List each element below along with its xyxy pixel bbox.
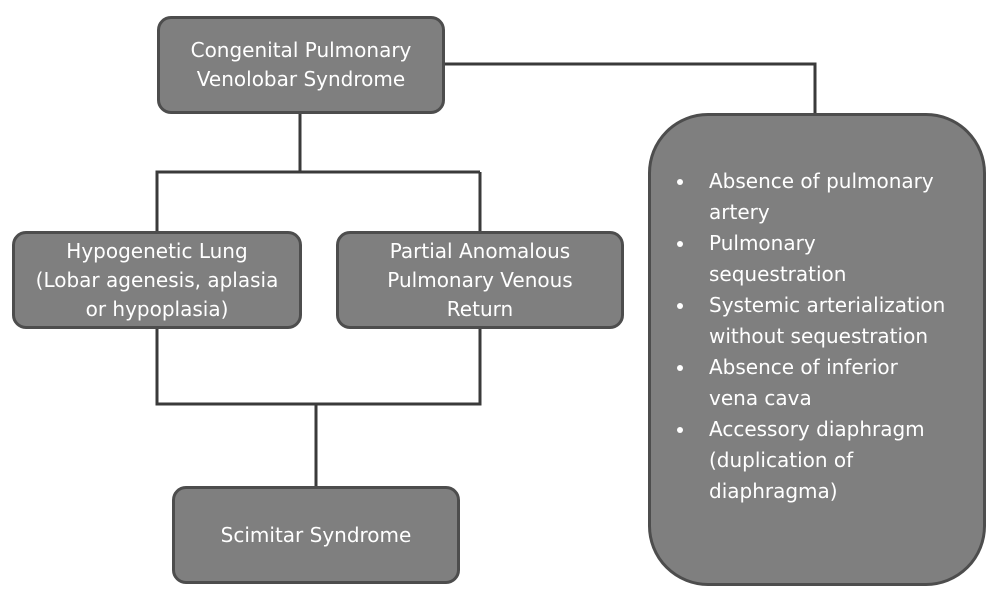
associated-anomalies-list: Absence of pulmonary artery Pulmonary se… (671, 166, 945, 507)
item-text-line: diaphragma) (709, 479, 838, 503)
connector-root-to-associated (445, 62, 817, 113)
node-text-line: or hypoplasia) (85, 296, 229, 321)
node-text-line: Venolobar Syndrome (196, 67, 406, 91)
item-text-line: artery (709, 200, 770, 224)
list-item: Systemic arterialization without sequest… (671, 290, 945, 352)
node-text-line: Scimitar Syndrome (220, 522, 412, 547)
item-text-line: Absence of inferior (709, 355, 898, 379)
node-text-line: Hypogenetic Lung (66, 238, 248, 263)
list-item: Accessory diaphragm (duplication of diap… (671, 414, 945, 507)
node-text-line: (Lobar agenesis, aplasia (35, 267, 279, 292)
list-item: Pulmonary sequestration (671, 228, 945, 290)
item-text-line: Pulmonary (709, 231, 816, 255)
item-text-line: Absence of pulmonary (709, 169, 934, 193)
item-text-line: sequestration (709, 262, 847, 286)
node-text-line: Congenital Pulmonary (190, 38, 412, 62)
list-item: Absence of inferior vena cava (671, 352, 945, 414)
item-text-line: without sequestration (709, 324, 928, 348)
node-hypogenetic-lung: Hypogenetic Lung (Lobar agenesis, aplasi… (12, 231, 302, 329)
node-partial-anomalous-pulmonary-venous-return: Partial Anomalous Pulmonary Venous Retur… (336, 231, 624, 329)
associated-anomalies-box: Absence of pulmonary artery Pulmonary se… (648, 113, 986, 586)
node-text-line: Return (446, 296, 514, 321)
item-text-line: Systemic arterialization (709, 293, 946, 317)
connector-branches-merge (155, 329, 482, 406)
item-text-line: vena cava (709, 386, 812, 410)
node-text-line: Partial Anomalous (389, 238, 571, 263)
node-congenital-pulmonary-venolobar-syndrome: Congenital Pulmonary Venolobar Syndrome (157, 16, 445, 114)
node-scimitar-syndrome: Scimitar Syndrome (172, 486, 460, 584)
item-text-line: Accessory diaphragm (709, 417, 925, 441)
connector-root-to-branches (155, 114, 302, 231)
list-item: Absence of pulmonary artery (671, 166, 945, 228)
item-text-line: (duplication of (709, 448, 854, 472)
node-text-line: Pulmonary Venous (387, 267, 573, 292)
